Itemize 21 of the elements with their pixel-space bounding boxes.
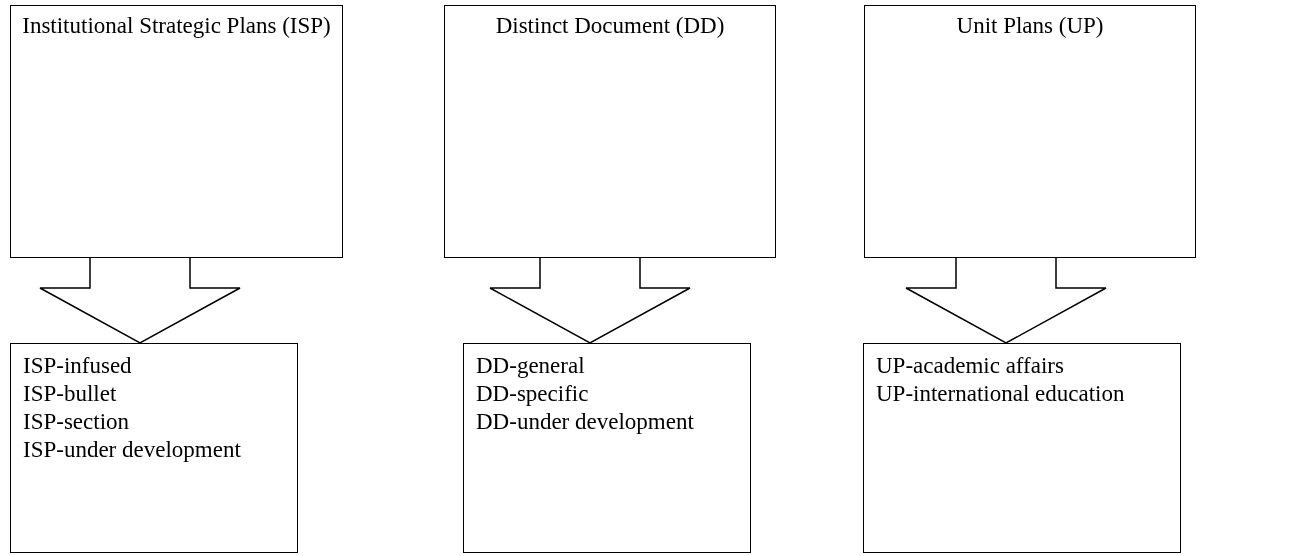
list-box bbox=[863, 343, 1181, 553]
list-item: DD-general bbox=[476, 352, 586, 380]
list-item: UP-international education bbox=[876, 380, 1126, 408]
box-title: Distinct Document (DD) bbox=[495, 13, 725, 38]
block-arrow bbox=[39, 256, 241, 344]
box-title: Unit Plans (UP) bbox=[956, 13, 1104, 38]
list-item: ISP-under development bbox=[23, 436, 242, 464]
box-title: Institutional Strategic Plans (ISP) bbox=[22, 13, 331, 38]
callout-box bbox=[444, 5, 776, 258]
list-item: DD-specific bbox=[476, 380, 590, 408]
block-arrow bbox=[905, 256, 1107, 344]
list-item: ISP-bullet bbox=[23, 380, 118, 408]
block-arrow bbox=[489, 256, 691, 344]
list-item: ISP-infused bbox=[23, 352, 133, 380]
callout-box bbox=[10, 5, 343, 258]
list-item: UP-academic affairs bbox=[876, 352, 1065, 380]
list-box bbox=[463, 343, 751, 553]
callout-box bbox=[864, 5, 1196, 258]
list-item: ISP-section bbox=[23, 408, 131, 436]
list-item: DD-under development bbox=[476, 408, 695, 436]
list-box bbox=[10, 343, 298, 553]
